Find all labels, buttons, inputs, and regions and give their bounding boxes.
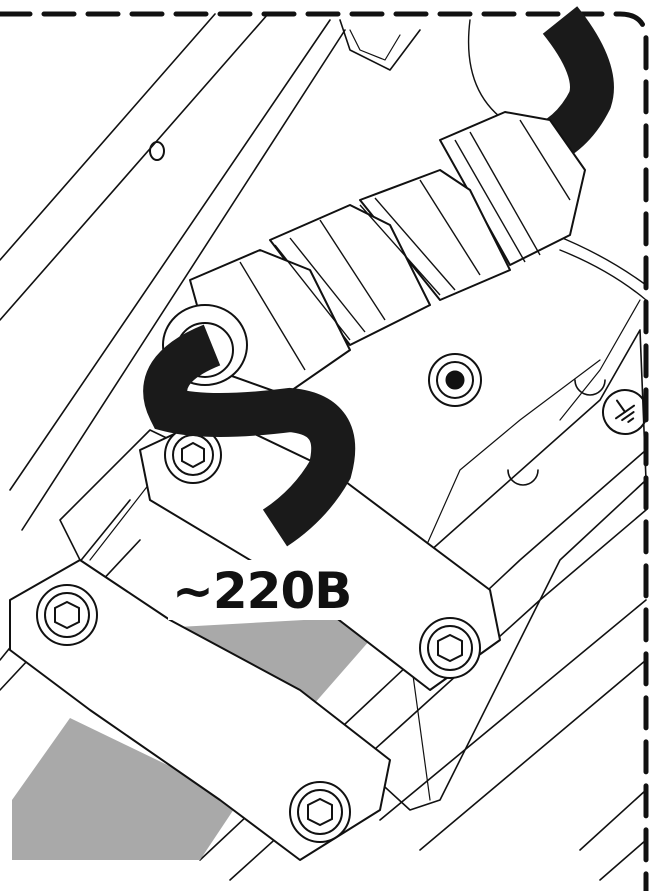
hex-screw-icon <box>36 584 98 646</box>
mounting-hole <box>149 141 165 161</box>
gray-strip-lower <box>12 718 240 860</box>
center-bolt-icon <box>428 353 482 407</box>
hex-screw-icon <box>419 617 481 679</box>
dashed-frame <box>0 11 649 891</box>
hex-screw-icon <box>164 426 222 484</box>
voltage-label: ~220В <box>168 562 360 620</box>
hex-screw-icon <box>289 781 351 843</box>
clamp-bar-lower <box>9 559 391 861</box>
ground-symbol-icon <box>602 389 648 435</box>
cable-main <box>143 324 356 547</box>
cable-gland-connector <box>162 111 586 396</box>
